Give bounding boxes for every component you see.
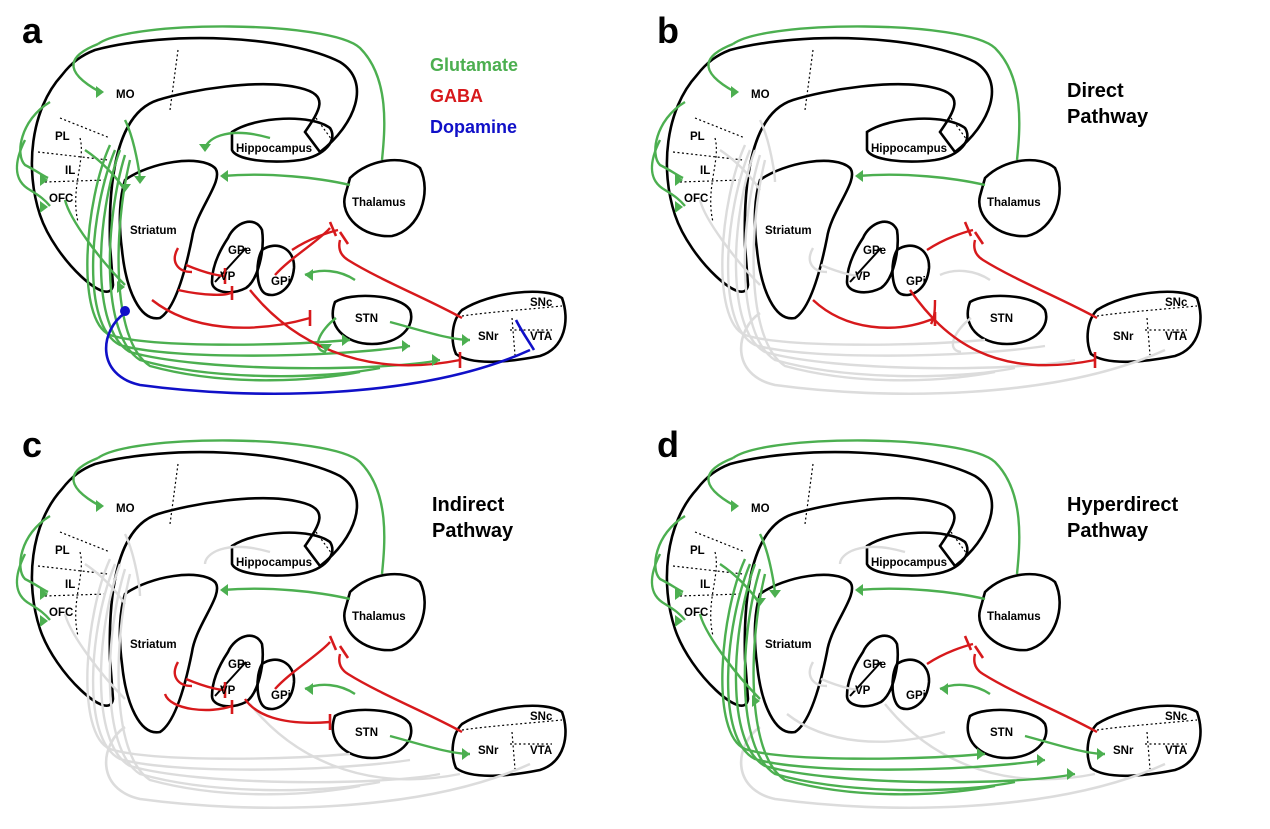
thalamus-label: Thalamus [987, 197, 1041, 209]
snc-label: SNc [1165, 711, 1188, 723]
legend-gaba: GABA [430, 81, 518, 112]
cortex-outline [32, 38, 357, 292]
ofc-label: OFC [684, 607, 708, 619]
vta-label: VTA [530, 331, 552, 343]
circuit-diagram-b: MO PL IL OFC Hippocampus Striatum Thalam… [635, 0, 1270, 414]
vp-label: VP [220, 685, 236, 697]
thalamus-label: Thalamus [352, 611, 406, 623]
striatum-label: Striatum [130, 639, 177, 651]
vta-label: VTA [1165, 331, 1187, 343]
panel-b: MO PL IL OFC Hippocampus Striatum Thalam… [635, 0, 1270, 414]
panel-title-d: Hyperdirect Pathway [1067, 492, 1178, 544]
panel-title-d-line1: Hyperdirect [1067, 492, 1178, 518]
panel-letter-c: c [22, 424, 42, 466]
snr-label: SNr [1113, 331, 1134, 343]
gpi-label: GPi [271, 276, 291, 288]
hippocampus-label: Hippocampus [871, 557, 947, 569]
gpe-label: GPe [863, 245, 886, 257]
panel-letter-d: d [657, 424, 679, 466]
il-label: IL [700, 165, 710, 177]
circuit-diagram-c: MO PL IL OFC Hippocampus Striatum Thalam… [0, 414, 635, 828]
mo-label: MO [751, 89, 770, 101]
panel-title-b-line1: Direct [1067, 78, 1148, 104]
stn-label: STN [355, 727, 378, 739]
gpi-label: GPi [906, 276, 926, 288]
legend-dopamine: Dopamine [430, 112, 518, 143]
thalamus-label: Thalamus [987, 611, 1041, 623]
striatum-label: Striatum [765, 639, 812, 651]
circuit-diagram-d: MO PL IL OFC Hippocampus Striatum Thalam… [635, 414, 1270, 828]
legend: Glutamate GABA Dopamine [430, 50, 518, 143]
il-label: IL [700, 579, 710, 591]
snc-label: SNc [1165, 297, 1188, 309]
thalamus-label: Thalamus [352, 197, 406, 209]
mo-label: MO [116, 89, 135, 101]
panel-title-c: Indirect Pathway [432, 492, 513, 544]
vp-label: VP [855, 685, 871, 697]
panel-title-c-line2: Pathway [432, 518, 513, 544]
striatum-label: Striatum [130, 225, 177, 237]
snr-label: SNr [478, 331, 499, 343]
pl-label: PL [55, 131, 70, 143]
snr-label: SNr [1113, 745, 1134, 757]
vta-label: VTA [1165, 745, 1187, 757]
striatum-label: Striatum [765, 225, 812, 237]
pl-label: PL [690, 131, 705, 143]
hippocampus-label: Hippocampus [236, 557, 312, 569]
ofc-label: OFC [684, 193, 708, 205]
stn-label: STN [990, 727, 1013, 739]
gpi-label: GPi [271, 690, 291, 702]
circuit-diagram-a: MO PL IL OFC Hippocampus Striatum Thalam… [0, 0, 635, 414]
ofc-label: OFC [49, 607, 73, 619]
il-label: IL [65, 165, 75, 177]
panel-d: MO PL IL OFC Hippocampus Striatum Thalam… [635, 414, 1270, 828]
snc-label: SNc [530, 711, 553, 723]
ofc-label: OFC [49, 193, 73, 205]
hippocampus-outline [232, 119, 332, 162]
legend-glutamate: Glutamate [430, 50, 518, 81]
gpi-label: GPi [906, 690, 926, 702]
pl-label: PL [55, 545, 70, 557]
il-label: IL [65, 579, 75, 591]
mo-label: MO [116, 503, 135, 515]
panel-c: MO PL IL OFC Hippocampus Striatum Thalam… [0, 414, 635, 828]
panel-title-c-line1: Indirect [432, 492, 513, 518]
gpe-label: GPe [228, 245, 251, 257]
gpe-label: GPe [228, 659, 251, 671]
stn-label: STN [355, 313, 378, 325]
gpe-label: GPe [863, 659, 886, 671]
panel-title-b-line2: Pathway [1067, 104, 1148, 130]
snc-label: SNc [530, 297, 553, 309]
panel-a: MO PL IL OFC Hippocampus Striatum Thalam… [0, 0, 635, 414]
hippocampus-label: Hippocampus [871, 143, 947, 155]
snr-label: SNr [478, 745, 499, 757]
panel-title-d-line2: Pathway [1067, 518, 1178, 544]
vp-label: VP [855, 271, 871, 283]
panel-letter-b: b [657, 10, 679, 52]
vp-label: VP [220, 271, 236, 283]
mo-label: MO [751, 503, 770, 515]
stn-label: STN [990, 313, 1013, 325]
panel-letter-a: a [22, 10, 42, 52]
vta-label: VTA [530, 745, 552, 757]
hippocampus-label: Hippocampus [236, 143, 312, 155]
pl-label: PL [690, 545, 705, 557]
panel-title-b: Direct Pathway [1067, 78, 1148, 130]
